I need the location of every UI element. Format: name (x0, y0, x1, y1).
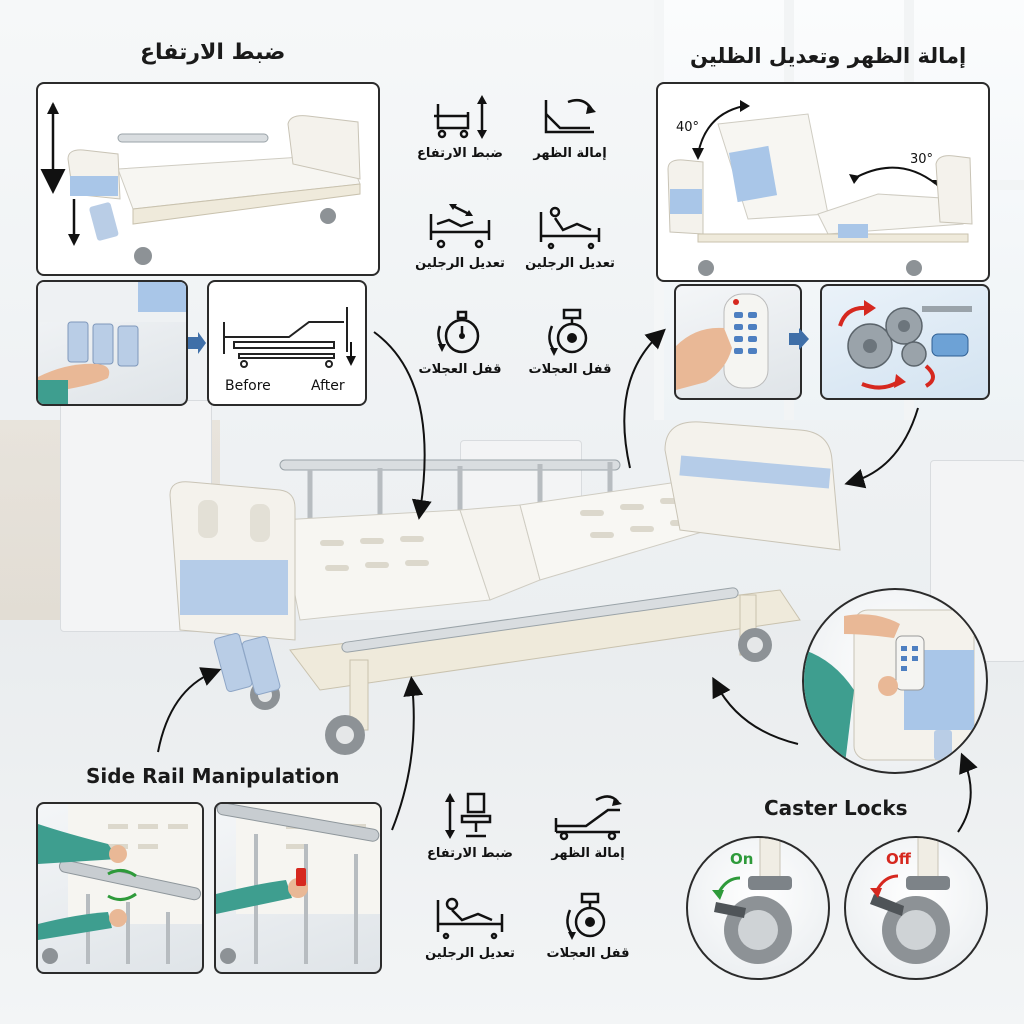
height-adjust-panel (36, 82, 380, 276)
remote-hand-photo (674, 284, 802, 400)
leg-adjust-person-icon (539, 206, 601, 250)
caster-wheel-icon (566, 892, 606, 940)
side-rail-photo-1 (36, 802, 204, 974)
control-panel-photo (802, 588, 988, 774)
icon-cell-backrest-2: إمالة الظهر (538, 790, 638, 861)
icon-cell-legs-bed: تعديل الرجلين (410, 202, 510, 271)
icon-cell-backrest: إمالة الظهر (520, 92, 620, 161)
pedal-operation-photo (36, 280, 188, 406)
gear-motor-diagram (820, 284, 990, 400)
right-cabinet (930, 460, 1024, 662)
leg-adjust-person-icon (436, 897, 504, 940)
icon-cell-caster-2: قفل العجلات (538, 890, 638, 961)
side-rail-photo-2 (214, 802, 382, 974)
wheel-lock-stopwatch-icon (437, 310, 480, 354)
backrest-angle-panel: 40° 30° (656, 82, 990, 282)
caster-on-label: On (730, 850, 754, 868)
height-adjust-chair-icon (445, 792, 492, 839)
arrow-right-icon (188, 332, 206, 354)
backrest-recline-icon (554, 795, 622, 841)
icon-cell-legs-person: تعديل الرجلين (520, 202, 620, 271)
caster-wheel (325, 715, 365, 755)
icon-cell-height-chair: ضبط الارتفاع (420, 790, 520, 861)
caster-wheel-icon (548, 308, 588, 356)
backrest-recline-icon (544, 99, 596, 134)
icon-cell-legs-person-2: تعديل الرجلين (420, 890, 520, 961)
arrow-right-icon (789, 328, 809, 350)
backrest-angle-label: 40° (676, 120, 700, 135)
knee-angle-label: 30° (910, 152, 934, 167)
before-after-diagram: Before After (207, 280, 367, 406)
before-label: Before (225, 378, 271, 394)
side-rail-title: Side Rail Manipulation (86, 764, 340, 788)
leg-adjust-bed-icon (429, 204, 491, 249)
icon-cell-height: ضبط الارتفاع (410, 92, 510, 161)
caster-on-photo: On (686, 836, 830, 980)
main-bed-illustration (169, 421, 841, 755)
after-label: After (311, 378, 345, 394)
height-adjust-title: ضبط الارتفاع (140, 40, 286, 65)
caster-off-photo: Off (844, 836, 988, 980)
caster-locks-title: Caster Locks (764, 796, 908, 820)
backrest-knee-title: إمالة الظهر وتعديل الظلين (690, 44, 967, 68)
icon-cell-lock-stopwatch: قفل العجلات (410, 306, 510, 377)
caster-off-label: Off (886, 850, 911, 868)
height-adjust-icon (434, 95, 487, 139)
icon-cell-caster: قفل العجلات (520, 306, 620, 377)
